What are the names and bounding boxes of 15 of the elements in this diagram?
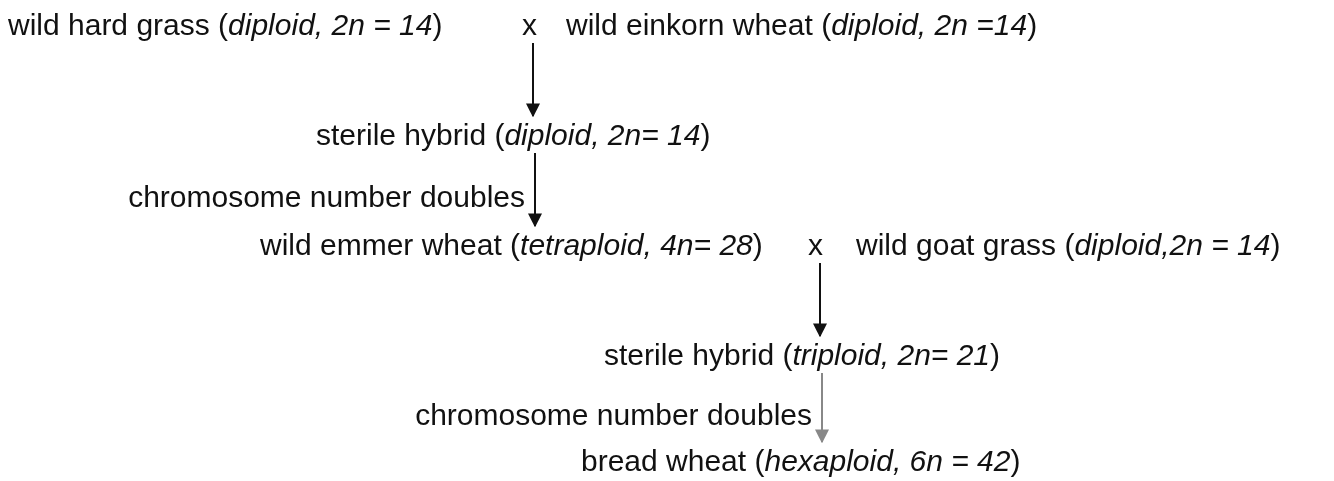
node-text: wild hard grass (diploid, 2n = 14)	[8, 8, 443, 41]
node-text: x	[522, 8, 537, 41]
node-text: bread wheat (hexaploid, 6n = 42)	[581, 444, 1021, 477]
arrow	[528, 152, 542, 228]
node-text: x	[808, 228, 823, 261]
edge-label: chromosome number doubles	[415, 398, 812, 431]
node-text: sterile hybrid (triploid, 2n= 21)	[604, 338, 1001, 371]
node-text: wild emmer wheat (tetraploid, 4n= 28)	[260, 228, 763, 261]
arrow	[815, 372, 829, 444]
arrow	[526, 42, 540, 118]
arrow	[813, 262, 827, 338]
edge-label: chromosome number doubles	[128, 180, 525, 213]
node-text: wild einkorn wheat (diploid, 2n =14)	[566, 8, 1038, 41]
node-text: sterile hybrid (diploid, 2n= 14)	[316, 118, 711, 151]
node-text: wild goat grass (diploid,2n = 14)	[856, 228, 1281, 261]
